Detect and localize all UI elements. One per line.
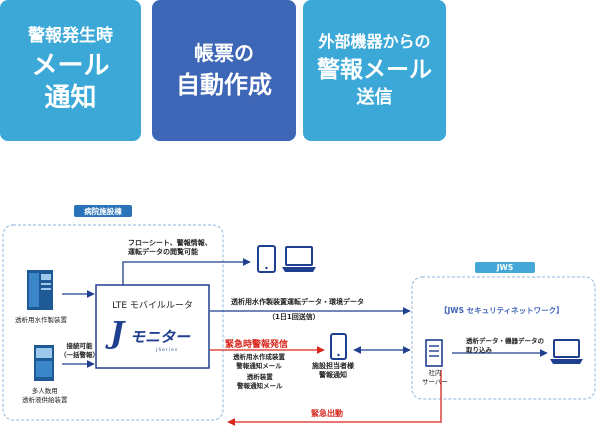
staff-label: 施設担当者様 警報通知 <box>312 362 354 380</box>
tile-alert-mail: 警報発生時 メール 通知 <box>0 0 141 141</box>
dispatch-label: 緊急出動 <box>311 409 343 418</box>
capture-label: 透析データ・機器データの 取り込み <box>466 337 544 354</box>
hospital-tag: 病院施設棟 <box>74 205 132 217</box>
laptop-icon <box>282 246 316 272</box>
urgent-body2: 透析装置 警報通知メール <box>237 373 283 390</box>
tile-external-alert-line3: 送信 <box>356 86 393 108</box>
router-box <box>95 284 210 369</box>
tile-alert-mail-line1: 警報発生時 <box>28 26 113 47</box>
tile-auto-report: 帳票の 自動作成 <box>152 0 296 141</box>
arrow-router-to-viewers <box>122 258 251 285</box>
tile-auto-report-line1: 帳票の <box>194 41 254 65</box>
server-label: 社内 サーバー <box>422 369 448 386</box>
arrow-dispatch <box>227 370 442 426</box>
data-stream-label: 透析用水作製装置運転データ・環境データ <box>231 298 364 306</box>
jws-network-label: 【JWS セキュリティネットワーク】 <box>440 306 564 315</box>
daily-label: （1日1回送信） <box>268 313 320 321</box>
tile-alert-mail-line2: メール <box>31 50 110 81</box>
hospital-boundary <box>2 224 224 421</box>
tile-external-alert: 外部機器からの 警報メール 送信 <box>303 0 446 141</box>
tile-external-alert-line1: 外部機器からの <box>318 31 431 51</box>
water-machine-label: 透析用水作製装置 <box>15 316 67 324</box>
connect-label: 接続可能 （一括警報） <box>60 342 99 359</box>
jmonitor-logo-text: モニター <box>130 328 191 346</box>
tablet-icon <box>257 245 276 273</box>
tile-alert-mail-line3: 通知 <box>44 83 97 114</box>
water-machine-icon <box>27 270 53 310</box>
server-icon <box>425 339 443 367</box>
dialysis-machine-icon <box>34 345 54 381</box>
jws-boundary <box>411 276 596 400</box>
jws-tag: JWS <box>475 262 535 273</box>
jws-laptop-icon <box>550 339 583 364</box>
jmonitor-logo: J モニター J S e r i e s <box>110 316 200 356</box>
jmonitor-logo-j: J <box>110 316 125 351</box>
smartphone-icon <box>330 333 347 360</box>
tile-external-alert-line2: 警報メール <box>317 56 432 83</box>
tile-auto-report-line2: 自動作成 <box>176 71 272 99</box>
flow-sheet-label: フローシート、警報情報、 運転データの閲覧可能 <box>128 239 212 257</box>
urgent-title: 緊急時警報発信 <box>225 340 289 350</box>
jmonitor-logo-sub: J S e r i e s <box>156 347 178 352</box>
urgent-body1: 透析用水作成装置 警報通知メール <box>233 353 285 370</box>
dialysis-machine-label: 多人数用 透析液供給装置 <box>22 387 68 404</box>
router-title: LTE モバイルルータ <box>112 301 193 311</box>
